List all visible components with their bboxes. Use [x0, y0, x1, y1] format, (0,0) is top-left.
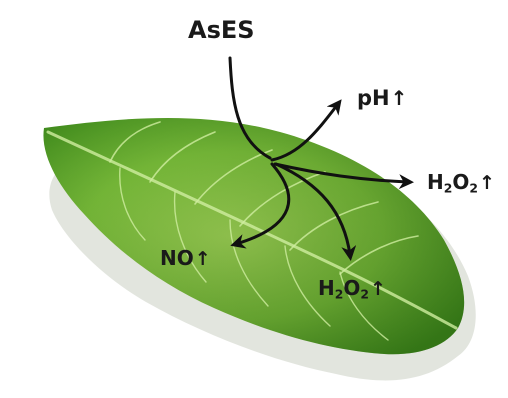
increase-arrow-icon: ↑ — [195, 250, 211, 269]
label-ph-text: pH — [357, 86, 390, 110]
label-h2o2-right: H2O2↑ — [427, 172, 495, 193]
increase-arrow-icon: ↑ — [391, 89, 408, 109]
h2o2-right-h: H — [427, 170, 444, 194]
h2o2-right-o: O — [452, 170, 469, 194]
label-ases: AsES — [188, 18, 255, 42]
label-no-text: NO — [160, 246, 194, 270]
increase-arrow-icon: ↑ — [479, 174, 495, 193]
label-ph: pH↑ — [357, 88, 407, 109]
label-no: NO↑ — [160, 248, 211, 269]
label-ases-text: AsES — [188, 16, 255, 44]
label-h2o2-bottom: H2O2↑ — [318, 278, 386, 299]
increase-arrow-icon: ↑ — [370, 280, 386, 299]
h2o2-bottom-sub-b: 2 — [360, 286, 369, 301]
h2o2-right-sub-b: 2 — [469, 180, 478, 195]
h2o2-bottom-h: H — [318, 276, 335, 300]
h2o2-bottom-o: O — [343, 276, 360, 300]
